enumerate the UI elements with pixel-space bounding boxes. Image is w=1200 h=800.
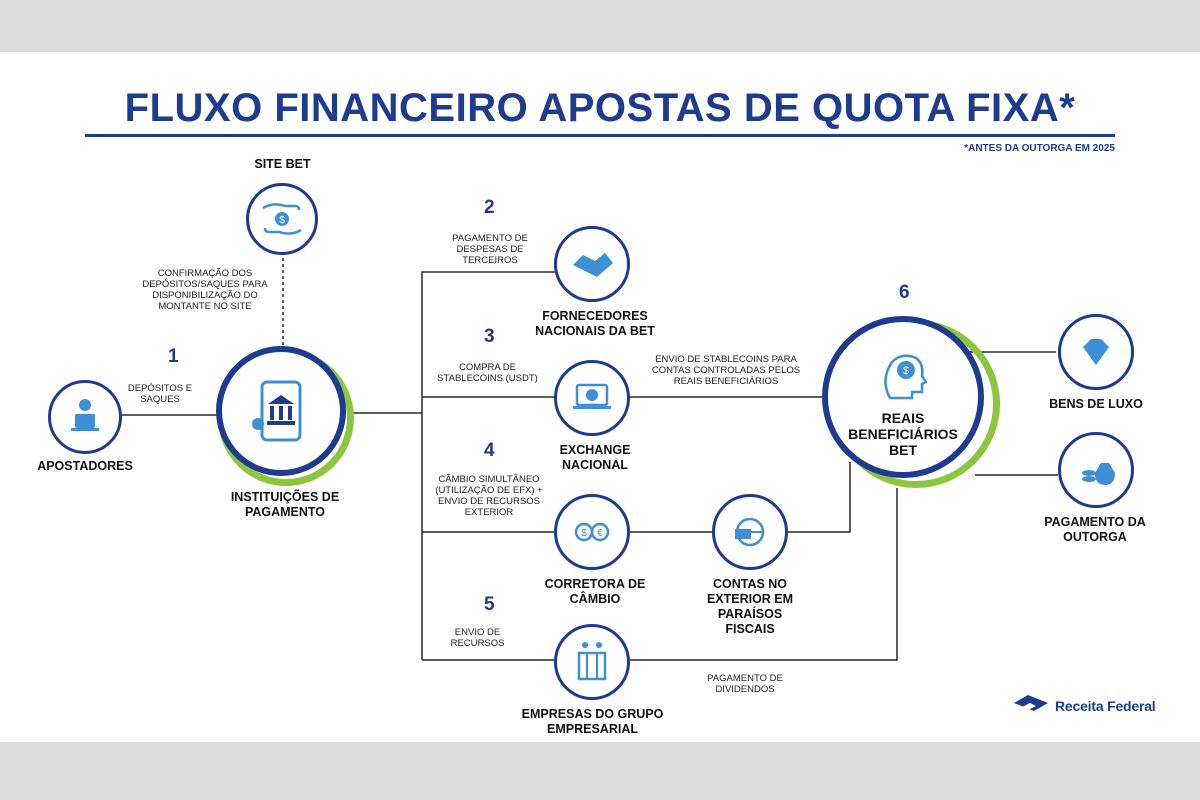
buildings-money-icon	[577, 642, 607, 681]
svg-text:$: $	[903, 365, 909, 377]
site-bet-label: SITE BET	[254, 157, 311, 171]
edge-label-dividendos: PAGAMENTO DE DIVIDENDOS	[707, 673, 783, 695]
edge-label-confirmacao: CONFIRMAÇÃO DOS DEPÓSITOS/SAQUES PARA DI…	[142, 268, 268, 312]
edge-label-cambio: CÂMBIO SIMULTÂNEO (UTILIZAÇÃO DE EFX) + …	[435, 474, 543, 518]
title-rule	[85, 134, 1115, 137]
exchange-node	[554, 360, 630, 436]
step-number-4: 4	[484, 440, 495, 461]
edge-label-compra: COMPRA DE STABLECOINS (USDT)	[437, 362, 538, 384]
currency-exchange-icon: $ €	[574, 522, 610, 542]
reais-beneficiarios-label: REAIS BENEFICIÁRIOS BET	[848, 410, 958, 458]
handshake-icon	[573, 253, 613, 277]
svg-text:$: $	[279, 215, 285, 226]
edge-label-envio-recursos: ENVIO DE RECURSOS	[450, 627, 505, 649]
page-title: FLUXO FINANCEIRO APOSTAS DE QUOTA FIXA*	[124, 86, 1076, 130]
site-bet-node: $	[246, 183, 318, 255]
head-money-icon: $	[884, 354, 928, 400]
step-number-5: 5	[484, 594, 495, 615]
step-number-6: 6	[899, 282, 910, 303]
receita-federal-logo-icon	[1014, 695, 1048, 711]
step-number-1: 1	[168, 346, 179, 367]
step-number-3: 3	[484, 326, 495, 347]
diamond-icon	[1083, 339, 1109, 365]
reais-beneficiarios-node: $ REAIS BENEFICIÁRIOS BET	[822, 316, 984, 478]
bens-luxo-node	[1058, 314, 1134, 390]
edge-label-pagamento-despesas: PAGAMENTO DE DESPESAS DE TERCEIROS	[452, 233, 528, 266]
edge-label-depositos: DEPÓSITOS E SAQUES	[127, 383, 193, 405]
fornecedores-node	[554, 226, 630, 302]
svg-text:$: $	[581, 528, 587, 539]
bens-luxo-label: BENS DE LUXO	[1049, 397, 1143, 411]
exchange-label: EXCHANGE NACIONAL	[559, 443, 631, 472]
person-laptop-icon	[71, 399, 99, 431]
footnote: *ANTES DA OUTORGA EM 2025	[964, 143, 1115, 154]
svg-text:€: €	[597, 528, 603, 539]
step-number-2: 2	[484, 197, 495, 218]
coins-bag-icon	[1082, 463, 1115, 485]
contas-exterior-label: CONTAS NO EXTERIOR EM PARAÍSOS FISCAIS	[706, 577, 794, 636]
instituicoes-label: INSTITUIÇÕES DE PAGAMENTO	[230, 490, 340, 519]
outorga-label: PAGAMENTO DA OUTORGA	[1044, 515, 1146, 544]
corretora-node: $ €	[554, 494, 630, 570]
globe-card-icon	[735, 517, 765, 547]
contas-exterior-node	[712, 494, 788, 570]
bitcoin-laptop-icon	[573, 383, 611, 409]
bank-phone-icon	[252, 380, 302, 442]
empresas-label: EMPRESAS DO GRUPO EMPRESARIAL	[521, 707, 664, 736]
hands-money-icon: $	[262, 203, 302, 235]
receita-federal-brand: Receita Federal	[1055, 698, 1156, 714]
apostadores-node	[48, 380, 122, 454]
edge-label-envio-stable: ENVIO DE STABLECOINS PARA CONTAS CONTROL…	[651, 354, 801, 387]
outorga-node	[1058, 432, 1134, 508]
empresas-node	[554, 624, 630, 700]
instituicoes-node	[216, 346, 346, 476]
apostadores-label: APOSTADORES	[37, 459, 133, 473]
fornecedores-label: FORNECEDORES NACIONAIS DA BET	[535, 309, 655, 338]
corretora-label: CORRETORA DE CÂMBIO	[544, 577, 646, 606]
